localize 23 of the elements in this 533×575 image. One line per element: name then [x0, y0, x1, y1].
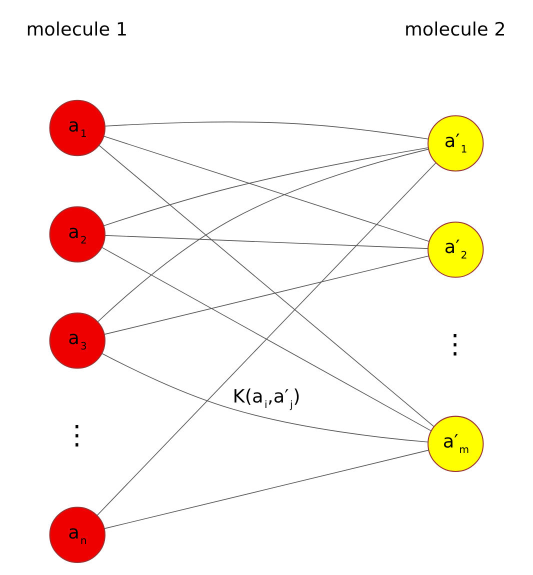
connector	[104, 256, 430, 335]
label: molecule 2	[404, 19, 506, 40]
connector	[102, 247, 432, 432]
connector	[104, 136, 430, 242]
node-circle: a$_{1}$	[49, 100, 106, 156]
connector	[96, 162, 436, 516]
node-circle: a′$_{1}$	[428, 115, 484, 172]
edge-label: K(a$_{i}$,a′$_{j}$)	[232, 386, 300, 411]
node-circle: a$_{3}$	[49, 312, 106, 369]
connector	[102, 353, 428, 442]
connector	[104, 122, 429, 140]
connector	[98, 145, 434, 427]
connector	[104, 450, 430, 529]
label: ⋮	[442, 329, 468, 360]
node-circle: a′$_{2}$	[428, 222, 484, 278]
label: molecule 1	[26, 19, 128, 40]
node-circle: a$_{n}$	[49, 506, 106, 563]
connector	[97, 148, 429, 322]
node-circle: a$_{2}$	[49, 206, 106, 262]
connector	[103, 147, 429, 226]
node-circle: a′$_{m}$	[428, 416, 484, 472]
connector	[104, 235, 428, 249]
label: ⋮	[64, 420, 90, 452]
